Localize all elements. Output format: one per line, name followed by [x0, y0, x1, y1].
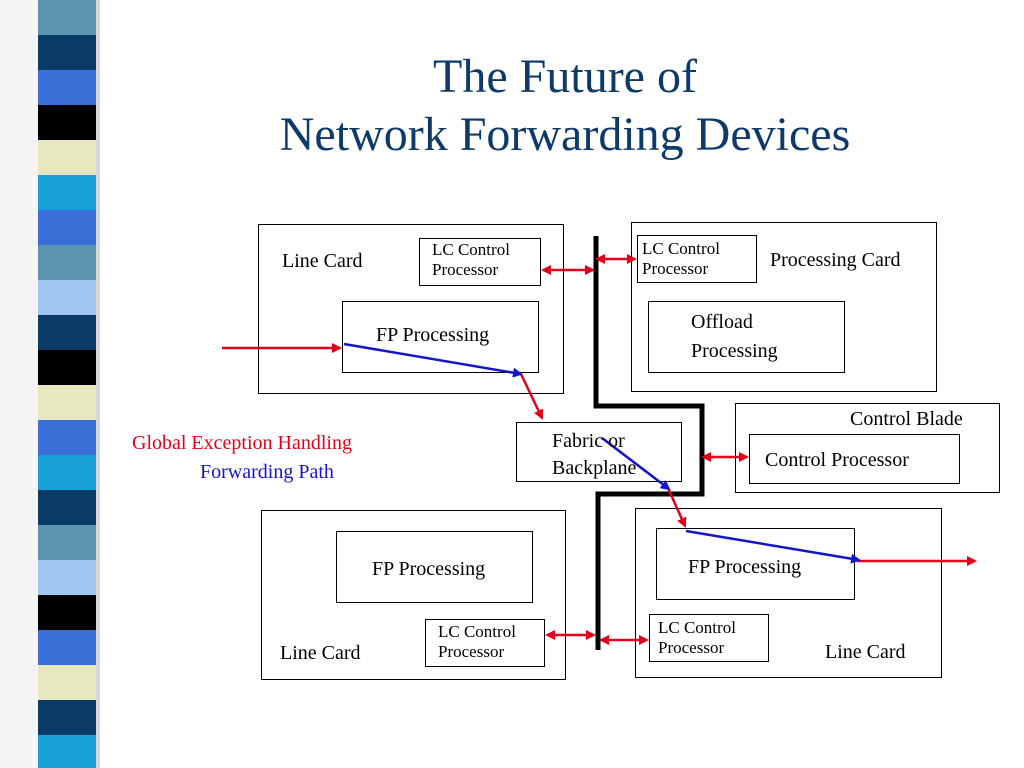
stripe-segment [38, 420, 96, 455]
fabric-line-2: Backplane [552, 457, 637, 479]
fp-processing-bottom-right-label: FP Processing [688, 556, 802, 578]
lc-control-processor-top-left [419, 238, 541, 286]
stripe-segment [38, 665, 96, 700]
stripe-segment [38, 210, 96, 245]
lc-control-line-1: LC Control [658, 618, 736, 637]
line-card-top-left-label: Line Card [282, 250, 363, 272]
line-card-bottom-left-label: Line Card [280, 642, 361, 664]
lc-control-line-1: LC Control [642, 239, 720, 258]
stripe-segment [38, 560, 96, 595]
stripe-segment [38, 245, 96, 280]
fp-processing-top-left-label: FP Processing [376, 324, 490, 346]
processing-card-label: Processing Card [770, 249, 901, 271]
offload-line-2: Processing [691, 340, 778, 362]
stripe-segment [38, 350, 96, 385]
stripe-segment [38, 140, 96, 175]
stripe-segment [38, 490, 96, 525]
offload-line-1: Offload [691, 311, 753, 333]
legend-forwarding-path: Forwarding Path [200, 461, 334, 483]
lc-control-processor-bottom-left-label: LC Control Processor [438, 622, 516, 662]
lc-control-line-2: Processor [658, 638, 725, 657]
stripe-segment [38, 735, 96, 768]
control-blade-label: Control Blade [850, 408, 963, 430]
slide-title: The Future of Network Forwarding Devices [150, 48, 980, 164]
fp-processing-bottom-left-label: FP Processing [372, 558, 486, 580]
stripe-segment [38, 525, 96, 560]
stripe-segment [38, 0, 96, 35]
lc-control-line-2: Processor [438, 642, 505, 661]
stripe-segment [38, 315, 96, 350]
decorative-stripe-bar [0, 0, 100, 768]
offload-processing-label: Offload Processing [691, 308, 778, 366]
slide-title-line-1: The Future of [433, 50, 697, 103]
control-processor [749, 434, 960, 484]
stripe-segment [38, 280, 96, 315]
stripe-segment [38, 700, 96, 735]
lc-control-processor-bottom-right-label: LC Control Processor [658, 618, 736, 658]
slide-title-line-2: Network Forwarding Devices [279, 108, 851, 161]
stripe-segment [38, 455, 96, 490]
lc-control-line-1: LC Control [438, 622, 516, 641]
lc-control-processor-top-left-label: LC Control Processor [432, 240, 510, 280]
stripe-segment [38, 630, 96, 665]
fp-processing-bottom-left [336, 531, 533, 603]
lc-control-line-2: Processor [432, 260, 499, 279]
stripe-segment [38, 385, 96, 420]
stripe-segment [38, 105, 96, 140]
lc-control-line-2: Processor [642, 259, 709, 278]
lc-control-line-1: LC Control [432, 240, 510, 259]
stripe-segment [38, 595, 96, 630]
fabric-backplane-label: Fabric or Backplane [552, 428, 636, 482]
stripe-segment [38, 35, 96, 70]
legend-exception-handling: Global Exception Handling [132, 432, 352, 454]
line-card-bottom-right-label: Line Card [825, 641, 906, 663]
fabric-line-1: Fabric or [552, 430, 625, 452]
control-processor-label: Control Processor [765, 449, 909, 471]
lc-control-processor-top-right-label: LC Control Processor [642, 239, 720, 279]
stripe-segment [38, 70, 96, 105]
stripe-segment [38, 175, 96, 210]
lc-control-processor-bottom-left [425, 619, 545, 667]
